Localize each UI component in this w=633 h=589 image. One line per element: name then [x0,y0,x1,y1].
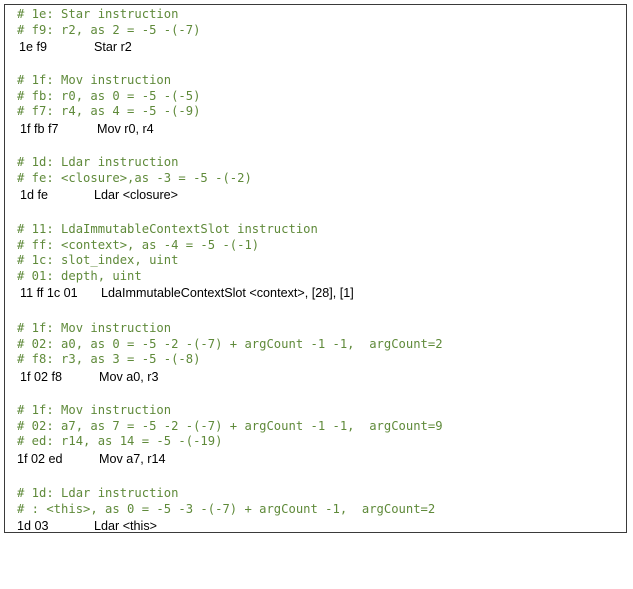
code-line: 1f 02 ed Mov a7, r14 [17,450,443,468]
comment-line: # ff: <context>, as -4 = -5 -(-1) [17,237,260,252]
code-bytes: 1d fe [20,188,49,203]
code-listing-frame: # 1e: Star instruction # f9: r2, as 2 = … [4,4,627,533]
comment-line: # fe: <closure>,as -3 = -5 -(-2) [17,170,252,185]
instruction-block-ldar-this: # 1d: Ldar instruction # : <this>, as 0 … [17,486,435,535]
code-bytes: 11 ff 1c 01 [20,286,78,301]
code-mnemonic: Mov r0, r4 [97,121,154,136]
code-line: 1d 03 Ldar <this> [17,517,435,535]
code-mnemonic: Star r2 [94,40,132,55]
comment-line: # : <this>, as 0 = -5 -3 -(-7) + argCoun… [17,501,436,516]
code-mnemonic: Ldar <closure> [94,188,179,203]
code-mnemonic: Ldar <this> [94,519,158,534]
code-mnemonic: Mov a0, r3 [99,369,159,384]
comment-line: # 11: LdaImmutableContextSlot instructio… [17,222,318,236]
comment-line: # 01: depth, uint [17,268,142,283]
comment-line: # fb: r0, as 0 = -5 -(-5) [17,88,201,103]
comment-line: # 1d: Ldar instruction [17,486,179,500]
code-bytes: 1f 02 ed [17,451,63,466]
comment-line: # 1f: Mov instruction [17,321,172,335]
code-line: 11 ff 1c 01 LdaImmutableContextSlot <con… [17,284,354,302]
code-line: 1f 02 f8 Mov a0, r3 [17,368,443,386]
comment-line: # 1f: Mov instruction [17,73,172,87]
comment-line: # f8: r3, as 3 = -5 -(-8) [17,352,201,367]
comment-line: # 1f: Mov instruction [17,403,172,417]
code-mnemonic: LdaImmutableContextSlot <context>, [28],… [101,286,354,301]
instruction-block-star: # 1e: Star instruction # f9: r2, as 2 = … [17,7,200,56]
code-bytes: 1e f9 [19,40,48,55]
code-line: 1f fb f7 Mov r0, r4 [17,120,200,138]
instruction-block-mov-a7: # 1f: Mov instruction # 02: a7, as 7 = -… [17,403,443,468]
comment-line: # f7: r4, as 4 = -5 -(-9) [17,104,201,119]
code-bytes: 1d 03 [17,519,49,534]
comment-line: # 02: a7, as 7 = -5 -2 -(-7) + argCount … [17,418,443,433]
code-mnemonic: Mov a7, r14 [99,451,166,466]
comment-line: # 02: a0, as 0 = -5 -2 -(-7) + argCount … [17,336,443,351]
comment-line: # 1e: Star instruction [17,7,179,21]
instruction-block-lda-context-slot: # 11: LdaImmutableContextSlot instructio… [17,222,354,302]
instruction-block-mov-a0: # 1f: Mov instruction # 02: a0, as 0 = -… [17,321,443,386]
instruction-block-mov-r0: # 1f: Mov instruction # fb: r0, as 0 = -… [17,73,200,138]
code-bytes: 1f fb f7 [20,121,59,136]
comment-line: # ed: r14, as 14 = -5 -(-19) [17,434,223,449]
instruction-block-ldar-closure: # 1d: Ldar instruction # fe: <closure>,a… [17,155,252,204]
code-bytes: 1f 02 f8 [20,369,63,384]
code-line: 1e f9 Star r2 [17,38,200,56]
comment-line: # 1c: slot_index, uint [17,253,179,268]
comment-line: # 1d: Ldar instruction [17,155,179,169]
code-line: 1d fe Ldar <closure> [17,186,252,204]
comment-line: # f9: r2, as 2 = -5 -(-7) [17,22,201,37]
